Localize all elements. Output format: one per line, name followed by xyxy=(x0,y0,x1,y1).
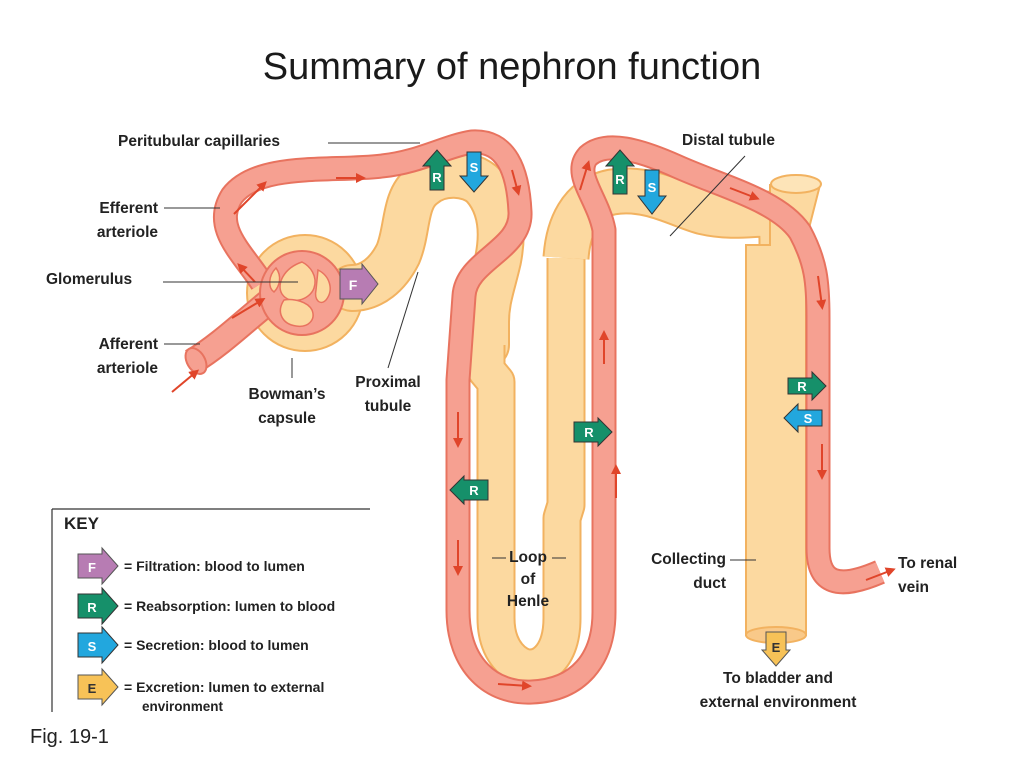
leader-lines xyxy=(163,142,756,561)
peritubular-capillaries xyxy=(213,129,885,705)
label-proximal-tubule-line2: tubule xyxy=(364,398,412,415)
label-loop-of-henle-line2: of xyxy=(520,571,536,588)
label-distal-tubule: Distal tubule xyxy=(682,132,776,149)
reabsorption-arrow-label: R xyxy=(797,379,807,394)
blood-flow-arrows xyxy=(171,160,896,691)
reabsorption-arrow-label: R xyxy=(469,483,479,498)
label-to-renal-vein-line1: To renal xyxy=(898,555,958,572)
secretion-arrow: S xyxy=(458,151,490,193)
flow-arrow xyxy=(729,187,760,201)
key-reabsorption-text: = Reabsorption: lumen to blood xyxy=(124,598,336,614)
label-afferent-arteriole-line2: arteriole xyxy=(96,360,158,377)
label-to-renal-vein-line2: vein xyxy=(898,579,930,596)
page-title: Summary of nephron function xyxy=(262,46,762,88)
label-to-bladder-line2: external environment xyxy=(699,694,857,711)
flow-arrow xyxy=(511,169,522,196)
label-afferent-arteriole-line1: Afferent xyxy=(98,336,158,353)
figure-label: Fig. 19-1 xyxy=(30,726,109,748)
label-loop-of-henle-line3: Henle xyxy=(506,593,550,610)
flow-arrow xyxy=(231,297,266,319)
reabsorption-arrow: R xyxy=(604,149,636,195)
excretion-arrow: E xyxy=(760,631,792,667)
key-reabsorption-icon: R xyxy=(77,586,119,626)
secretion-arrow-label: S xyxy=(470,160,479,175)
secretion-arrow: S xyxy=(783,402,823,434)
flow-arrow xyxy=(237,263,256,283)
label-efferent-arteriole-line2: arteriole xyxy=(96,224,158,241)
secretion-arrow-label: S xyxy=(804,411,813,426)
flow-arrow xyxy=(816,275,827,310)
reabsorption-arrow: R xyxy=(449,474,489,506)
key-box: F R S E xyxy=(51,508,370,712)
glomerulus xyxy=(259,250,345,336)
loop-of-henle-tubule xyxy=(466,258,586,688)
key-filtration-text: = Filtration: blood to lumen xyxy=(124,558,305,574)
secretion-arrow-label: S xyxy=(648,180,657,195)
flow-arrow xyxy=(497,680,532,691)
key-excretion-icon: E xyxy=(77,667,119,707)
reabsorption-arrow: R xyxy=(787,370,827,402)
key-secretion-icon: S xyxy=(77,625,119,665)
key-reabsorption-symbol: R xyxy=(87,600,97,615)
key-excretion-text-line1: = Excretion: lumen to external xyxy=(124,679,325,695)
proximal-tubule xyxy=(328,150,525,369)
afferent-arteriole xyxy=(184,285,285,375)
key-secretion-symbol: S xyxy=(88,639,97,654)
flow-arrow xyxy=(171,369,200,393)
label-efferent-arteriole-line1: Efferent xyxy=(99,200,158,217)
label-peritubular-capillaries: Peritubular capillaries xyxy=(118,133,280,150)
flow-arrow xyxy=(865,567,896,581)
key-filtration-icon: F xyxy=(77,546,119,586)
flow-arrow xyxy=(233,181,267,215)
filtration-arrow-label: F xyxy=(349,277,358,293)
secretion-arrow: S xyxy=(636,169,668,215)
filtration-arrow: F xyxy=(339,262,379,306)
reabsorption-arrow-label: R xyxy=(615,172,625,187)
label-to-bladder-line1: To bladder and xyxy=(723,670,833,687)
label-glomerulus: Glomerulus xyxy=(46,271,133,288)
reabsorption-arrow: R xyxy=(573,416,613,448)
label-loop-of-henle-line1: Loop xyxy=(509,549,547,566)
key-excretion-text-line2: environment xyxy=(142,699,224,714)
blood-vessels xyxy=(184,129,885,705)
label-collecting-duct-line2: duct xyxy=(693,575,726,592)
label-bowmans-capsule-line1: Bowman’s xyxy=(248,386,326,403)
key-filtration-symbol: F xyxy=(88,560,96,575)
label-collecting-duct-line1: Collecting xyxy=(651,551,726,568)
reabsorption-arrow-label: R xyxy=(584,425,594,440)
flow-arrow xyxy=(579,160,592,191)
label-bowmans-capsule-line2: capsule xyxy=(258,410,316,427)
label-proximal-tubule-line1: Proximal xyxy=(355,374,421,391)
key-title: KEY xyxy=(64,514,99,533)
reabsorption-arrow-label: R xyxy=(432,170,442,185)
key-excretion-symbol: E xyxy=(88,681,97,696)
excretion-arrow-label: E xyxy=(772,640,781,655)
reabsorption-arrow: R xyxy=(421,149,453,191)
key-secretion-text: = Secretion: blood to lumen xyxy=(124,637,309,653)
